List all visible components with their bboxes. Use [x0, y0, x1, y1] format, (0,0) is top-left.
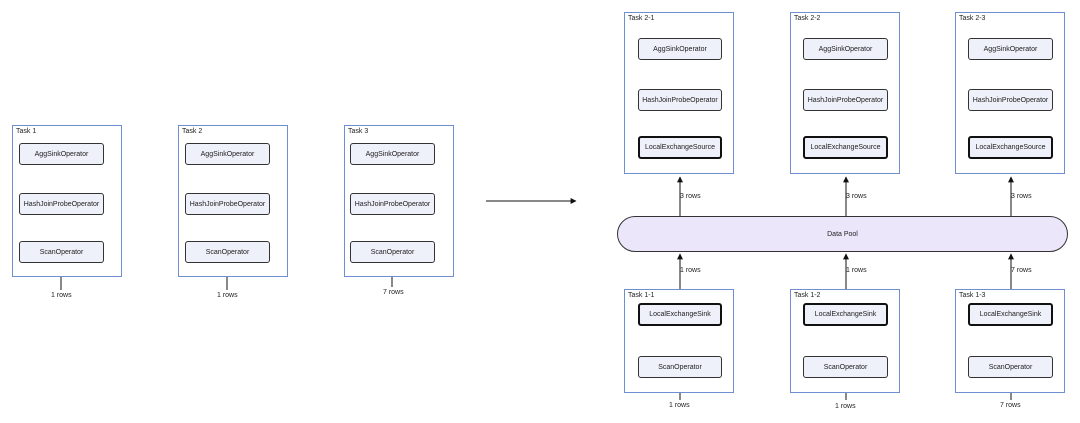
agg-sink-operator: AggSinkOperator [803, 38, 888, 60]
scan-operator: ScanOperator [185, 241, 270, 263]
task-title: Task 2 [182, 128, 203, 135]
task-title: Task 1-1 [628, 292, 655, 299]
local-exchange-sink: LocalExchangeSink [968, 303, 1053, 326]
rows-to-pool-label: 7 rows [1011, 267, 1032, 274]
input-rows-label: 7 rows [383, 289, 404, 296]
task-title: Task 3 [348, 128, 369, 135]
scan-operator: ScanOperator [968, 356, 1053, 378]
task-title: Task 1-3 [959, 292, 986, 299]
scan-operator: ScanOperator [19, 241, 104, 263]
local-exchange-sink: LocalExchangeSink [803, 303, 888, 326]
agg-sink-operator: AggSinkOperator [185, 143, 270, 165]
input-rows-label: 1 rows [835, 403, 856, 410]
rows-to-task-label: 3 rows [1011, 193, 1032, 200]
local-exchange-source: LocalExchangeSource [638, 136, 722, 159]
agg-sink-operator: AggSinkOperator [638, 38, 722, 60]
hash-join-probe-operator: HashJoinProbeOperator [19, 193, 104, 215]
task-title: Task 1 [16, 128, 37, 135]
scan-operator: ScanOperator [638, 356, 722, 378]
agg-sink-operator: AggSinkOperator [19, 143, 104, 165]
task-title: Task 2-2 [794, 15, 821, 22]
scan-operator: ScanOperator [350, 241, 435, 263]
task-title: Task 2-3 [959, 15, 986, 22]
local-exchange-source: LocalExchangeSource [968, 136, 1053, 159]
hash-join-probe-operator: HashJoinProbeOperator [968, 89, 1053, 111]
rows-to-pool-label: 1 rows [680, 267, 701, 274]
local-exchange-source: LocalExchangeSource [803, 136, 888, 159]
task-title: Task 1-2 [794, 292, 821, 299]
input-rows-label: 1 rows [669, 402, 690, 409]
task-title: Task 2-1 [628, 15, 655, 22]
input-rows-label: 1 rows [217, 292, 238, 299]
data-pool: Data Pool [617, 216, 1068, 252]
scan-operator: ScanOperator [803, 356, 888, 378]
input-rows-label: 7 rows [1000, 402, 1021, 409]
data-pool-label: Data Pool [827, 230, 858, 238]
rows-to-task-label: 3 rows [680, 193, 701, 200]
hash-join-probe-operator: HashJoinProbeOperator [350, 193, 435, 215]
local-exchange-sink: LocalExchangeSink [638, 303, 722, 326]
rows-to-task-label: 3 rows [846, 193, 867, 200]
hash-join-probe-operator: HashJoinProbeOperator [803, 89, 888, 111]
agg-sink-operator: AggSinkOperator [350, 143, 435, 165]
hash-join-probe-operator: HashJoinProbeOperator [638, 89, 722, 111]
rows-to-pool-label: 1 rows [846, 267, 867, 274]
hash-join-probe-operator: HashJoinProbeOperator [185, 193, 270, 215]
agg-sink-operator: AggSinkOperator [968, 38, 1053, 60]
input-rows-label: 1 rows [51, 292, 72, 299]
